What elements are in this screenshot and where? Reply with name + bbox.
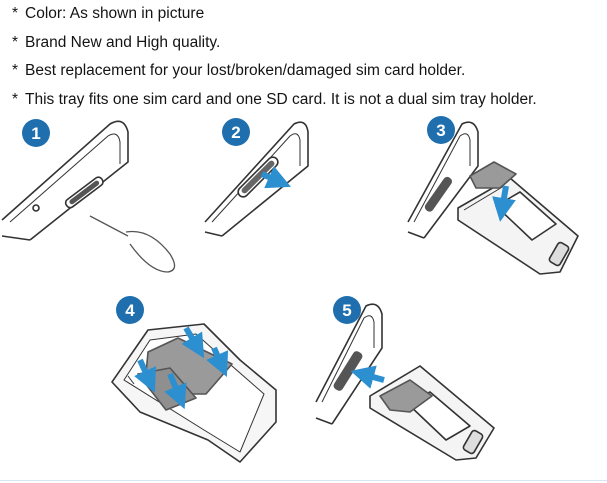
arrow-icon: [181, 326, 205, 359]
bottom-divider: [0, 480, 607, 481]
bullet-list: *Color: As shown in picture *Brand New a…: [12, 0, 602, 114]
step-3-illustration: [407, 121, 579, 275]
arrow-icon: [492, 185, 516, 222]
arrow-icon: [164, 372, 187, 410]
step-2-number: 2: [231, 123, 240, 142]
step-4-arrows: [134, 326, 229, 410]
step-2-illustration: [204, 121, 309, 237]
step-1-badge: 1: [22, 119, 50, 147]
step-4-number: 4: [125, 301, 135, 320]
ejector-pin-icon: [89, 215, 176, 273]
step-5-illustration: [315, 303, 495, 461]
step-1-illustration: [1, 120, 129, 241]
step-1-number: 1: [31, 124, 40, 143]
bullet-fit: *This tray fits one sim card and one SD …: [12, 90, 537, 108]
bullet-quality: *Brand New and High quality.: [12, 33, 221, 51]
step-5-badge: 5: [333, 296, 361, 324]
step-3-number: 3: [436, 121, 445, 140]
arrow-icon: [206, 346, 229, 377]
step-4-badge: 4: [116, 296, 144, 324]
step-3-badge: 3: [427, 116, 455, 144]
arrow-icon: [350, 365, 385, 389]
bullet-replacement: *Best replacement for your lost/broken/d…: [12, 62, 466, 79]
sim-tray-instructions-diagram: 1 2 3: [1, 116, 579, 463]
bullet-color: *Color: As shown in picture: [12, 5, 205, 22]
step-5-number: 5: [342, 301, 351, 320]
step-2-badge: 2: [222, 118, 250, 146]
arrow-icon: [260, 166, 291, 189]
arrow-icon: [134, 358, 156, 393]
